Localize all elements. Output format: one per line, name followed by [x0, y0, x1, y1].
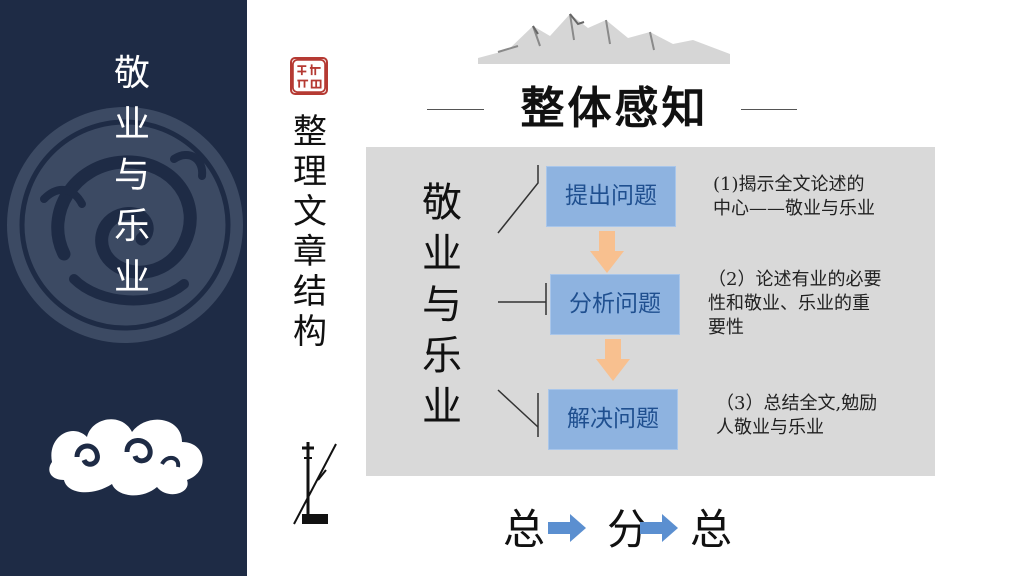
- step-box-solve-question: 解决问题: [548, 389, 678, 450]
- page-title: 整体感知: [520, 83, 709, 134]
- step-description-3: （3）总结全文,勉励 人敬业与乐业: [716, 393, 878, 438]
- right-arrow-icon: [548, 514, 586, 542]
- branch-lines: [497, 165, 547, 437]
- step-description-2: （2）论述有业的必要 性和敬业、乐业的重 要性: [708, 269, 882, 338]
- down-arrow-icon: [590, 231, 624, 273]
- ink-mountain-icon: [478, 13, 730, 64]
- diagram-theme: 敬业与乐业: [422, 180, 462, 430]
- sidebar: 敬业与乐业: [0, 0, 247, 576]
- flow-word-total-end: 总: [690, 505, 733, 554]
- step-box-analyze-question: 分析问题: [550, 274, 680, 335]
- title-divider-right: [741, 109, 797, 110]
- step-description-1: (1)揭示全文论述的 中心——敬业与乐业: [713, 174, 875, 219]
- auspicious-cloud-icon: [49, 419, 203, 496]
- section-title: 整理文章结构: [293, 112, 327, 352]
- flow-word-total-start: 总: [503, 505, 546, 554]
- erhu-instrument-icon: [293, 442, 337, 525]
- dragon-emblem-icon: [7, 107, 243, 343]
- step-box-raise-question: 提出问题: [546, 166, 676, 227]
- sidebar-title: 敬业与乐业: [113, 53, 150, 298]
- right-arrow-icon: [640, 514, 678, 542]
- chinese-seal-icon: [290, 57, 328, 95]
- title-divider-left: [427, 109, 484, 110]
- down-arrow-icon: [596, 339, 630, 381]
